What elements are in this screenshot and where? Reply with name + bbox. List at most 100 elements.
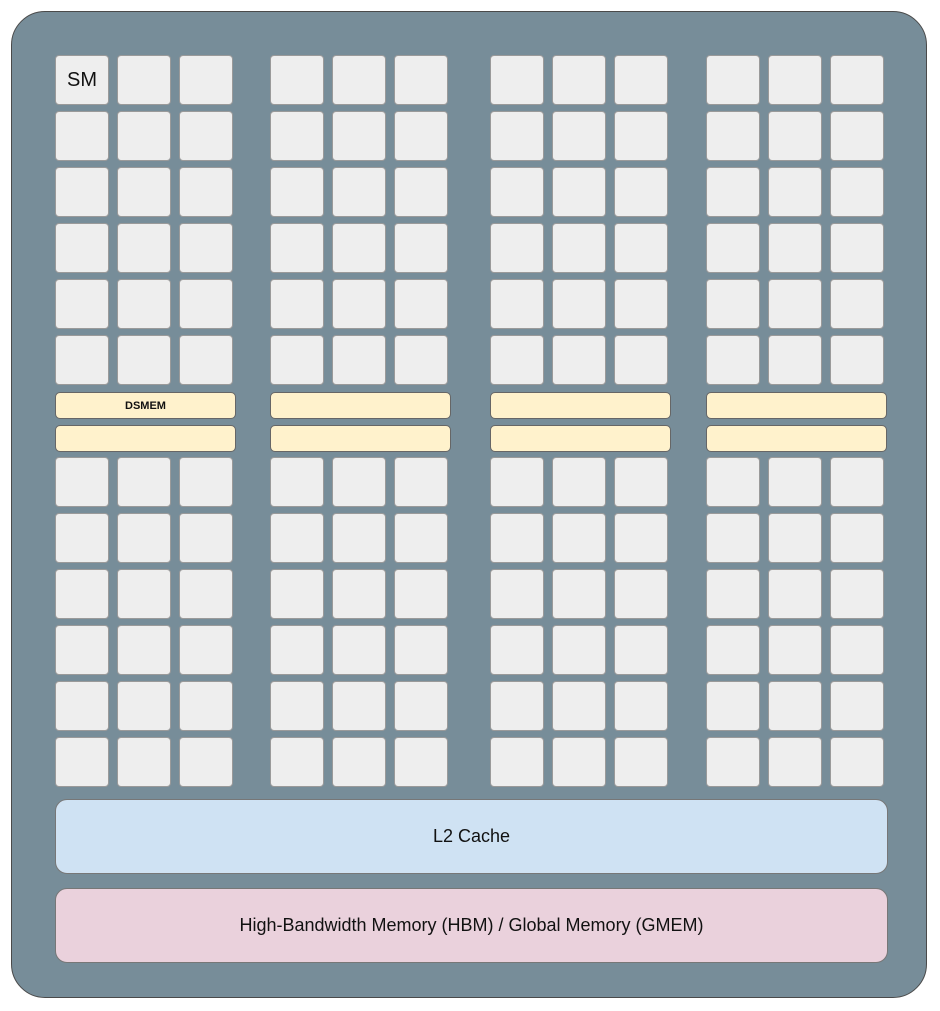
l2-cache: L2 Cache [55,799,888,874]
sm-block [768,223,822,273]
sm-block [490,569,544,619]
sm-block [830,335,884,385]
sm-block [179,625,233,675]
sm-block [270,55,324,105]
sm-block [768,625,822,675]
sm-block [332,223,386,273]
sm-block [117,625,171,675]
sm-block [55,457,109,507]
dsmem-block [706,392,887,419]
dsmem-block [270,425,451,452]
sm-block [768,737,822,787]
sm-block [179,513,233,563]
sm-block [179,335,233,385]
sm-block [614,223,668,273]
sm-block [706,681,760,731]
sm-block [117,223,171,273]
sm-block [614,569,668,619]
sm-block [394,335,448,385]
sm-block [55,513,109,563]
sm-block [706,111,760,161]
sm-block [614,111,668,161]
sm-block [394,625,448,675]
sm-block [332,625,386,675]
hbm-global-memory: High-Bandwidth Memory (HBM) / Global Mem… [55,888,888,963]
sm-block [117,681,171,731]
sm-block [332,167,386,217]
sm-block [614,55,668,105]
sm-block [830,457,884,507]
sm-block [552,737,606,787]
sm-block [332,335,386,385]
sm-block [490,335,544,385]
sm-block [830,513,884,563]
sm-block [706,279,760,329]
sm-block [830,681,884,731]
sm-block [552,457,606,507]
sm-block [768,569,822,619]
sm-block [768,681,822,731]
sm-block [270,335,324,385]
sm-block [830,55,884,105]
sm-block [706,457,760,507]
dsmem-block [490,425,671,452]
sm-block [706,55,760,105]
sm-block [117,55,171,105]
sm-block [614,681,668,731]
sm-block [706,569,760,619]
sm-block [55,681,109,731]
sm-block [614,625,668,675]
sm-block [332,681,386,731]
dsmem-label: DSMEM [125,399,166,412]
sm-block [55,737,109,787]
l2-cache-label: L2 Cache [432,826,511,846]
sm-block [332,513,386,563]
sm-block [394,55,448,105]
sm-block [706,167,760,217]
sm-block [332,737,386,787]
sm-block [490,111,544,161]
sm-block [706,335,760,385]
sm-block [55,569,109,619]
sm-block [179,111,233,161]
sm-block [614,457,668,507]
sm-block [270,569,324,619]
sm-block [394,569,448,619]
dsmem-block [706,425,887,452]
sm-block [768,335,822,385]
sm-block [270,223,324,273]
sm-block [55,625,109,675]
sm-block [55,167,109,217]
hbm-label: High-Bandwidth Memory (HBM) / Global Mem… [239,915,704,935]
sm-block [830,737,884,787]
dsmem-block: DSMEM [55,392,236,419]
sm-block [270,279,324,329]
sm-block [552,513,606,563]
sm-block: SM [55,55,109,105]
sm-block [614,335,668,385]
sm-block [270,513,324,563]
sm-block [768,279,822,329]
sm-block [179,681,233,731]
sm-block [270,737,324,787]
sm-block [830,625,884,675]
sm-block [490,737,544,787]
sm-block [270,457,324,507]
dsmem-block [270,392,451,419]
sm-block [117,279,171,329]
sm-block [768,167,822,217]
sm-block [179,55,233,105]
sm-block [179,457,233,507]
sm-block [55,223,109,273]
sm-block [552,569,606,619]
sm-label: SM [67,68,97,91]
sm-block [490,513,544,563]
sm-block [614,513,668,563]
sm-block [270,111,324,161]
sm-block [830,223,884,273]
sm-block [490,55,544,105]
sm-block [394,223,448,273]
sm-block [117,111,171,161]
sm-block [179,223,233,273]
sm-block [706,223,760,273]
